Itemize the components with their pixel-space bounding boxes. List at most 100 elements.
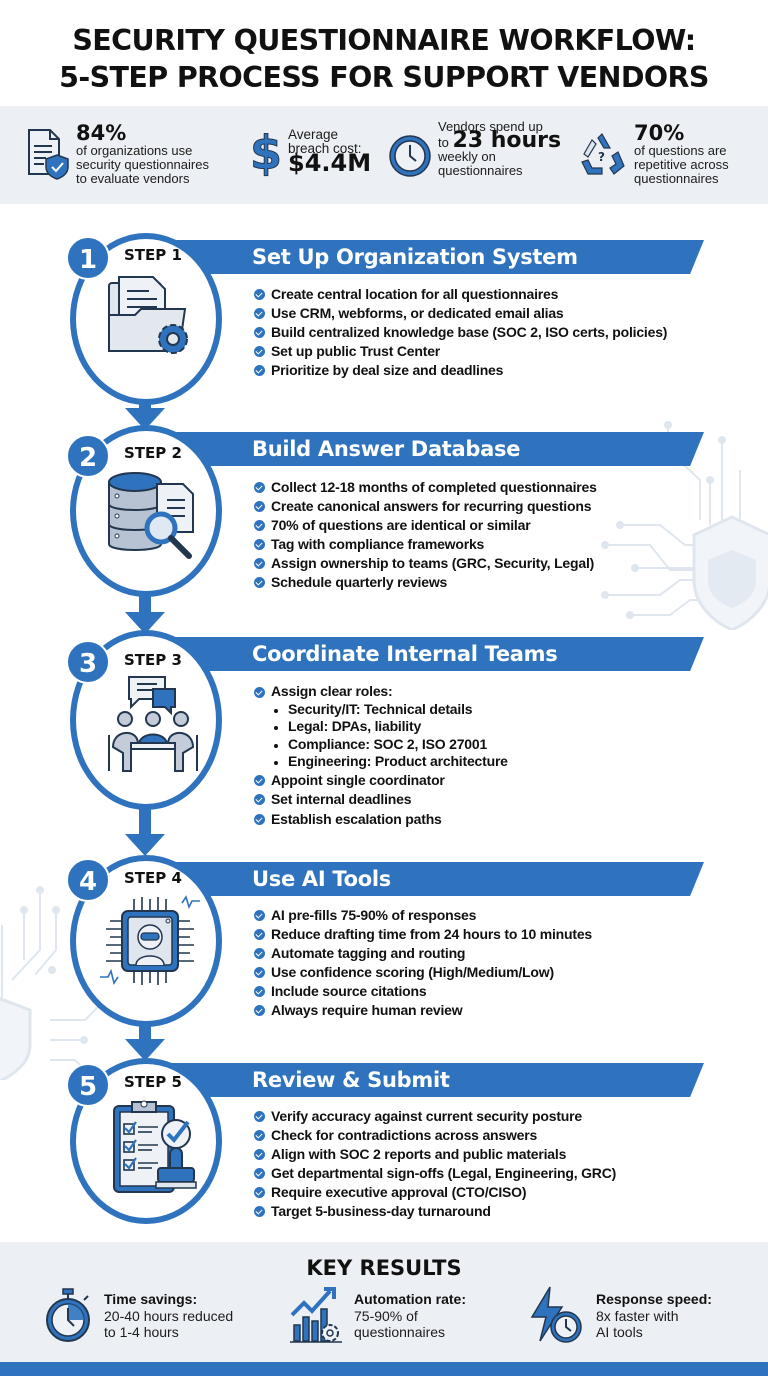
list-item: Legal: DPAs, liability [254, 718, 508, 736]
step-1-title: Set Up Organization System [252, 245, 578, 269]
clipboard-stamp-icon [113, 1100, 197, 1193]
step-5-bullets: Verify accuracy against current security… [254, 1107, 616, 1221]
check-icon [254, 539, 265, 550]
bullet-dot-icon [274, 708, 278, 713]
page-title: SECURITY QUESTIONNAIRE WORKFLOW: 5-STEP … [0, 22, 768, 96]
step-1-bullets: Create central location for all question… [254, 285, 667, 380]
stat-text-line: weekly on [438, 149, 496, 164]
step-3-number-badge: 3 [66, 640, 110, 684]
check-icon [254, 687, 265, 698]
list-item: Build centralized knowledge base (SOC 2,… [254, 323, 667, 342]
step-1-label: STEP 1 [124, 246, 182, 264]
stat-text-line: to evaluate vendors [76, 171, 190, 186]
check-icon [254, 794, 265, 806]
list-item: Reduce drafting time from 24 hours to 10… [254, 925, 592, 944]
check-icon [254, 346, 265, 357]
list-item: Verify accuracy against current security… [254, 1107, 616, 1126]
result-text-line: to 1-4 hours [104, 1324, 179, 1340]
clock-icon [389, 135, 431, 177]
step-4-number-badge: 4 [66, 858, 110, 902]
stat-value: 70% [634, 121, 685, 145]
step-2-banner [170, 432, 704, 466]
list-item: Set up public Trust Center [254, 342, 667, 361]
lightning-clock-icon [530, 1286, 582, 1343]
list-item: Automate tagging and routing [254, 944, 592, 963]
list-item: Include source citations [254, 982, 592, 1001]
stopwatch-icon [46, 1288, 90, 1342]
stat-value: $4.4M [288, 149, 372, 177]
step-5-ring [70, 1058, 222, 1224]
list-item: Assign ownership to teams (GRC, Security… [254, 554, 597, 573]
result-label: Response speed: [596, 1291, 712, 1307]
check-icon [254, 1130, 265, 1141]
stat-label-line: breach cost: [288, 141, 362, 156]
check-icon [254, 1206, 265, 1217]
step-2-title: Build Answer Database [252, 437, 521, 461]
step-3-title: Coordinate Internal Teams [252, 642, 558, 666]
list-item: Always require human review [254, 1001, 592, 1020]
step-1-number-badge: 1 [66, 236, 110, 280]
list-item: Set internal deadlines [254, 790, 508, 810]
recycle-question-icon: ? [581, 133, 625, 175]
stat-hours: Vendors spend up to 23 hours weekly on q… [388, 106, 568, 204]
stat-text-line: questionnaires [438, 163, 523, 178]
check-icon [254, 520, 265, 531]
check-icon [254, 289, 265, 300]
check-icon [254, 501, 265, 512]
result-text-line: questionnaires [354, 1324, 446, 1340]
check-icon [254, 327, 265, 338]
list-item: Engineering: Product architecture [254, 753, 508, 771]
result-text-line: AI tools [596, 1324, 643, 1340]
stats-band: 84% of organizations use security questi… [0, 106, 768, 204]
step-3-banner [170, 637, 704, 671]
check-icon [254, 365, 265, 376]
ai-chip-robot-icon [100, 895, 200, 985]
result-text-line: 8x faster with [596, 1307, 679, 1324]
step-2-number-badge: 2 [66, 434, 110, 478]
list-item: Appoint single coordinator [254, 771, 508, 791]
check-icon [254, 910, 265, 921]
list-item: Tag with compliance frameworks [254, 535, 597, 554]
stat-text-line: security questionnaires [76, 157, 209, 172]
check-icon [254, 813, 265, 825]
document-shield-icon [28, 129, 69, 180]
list-item: Require executive approval (CTO/CISO) [254, 1183, 616, 1202]
step-4-bullets: AI pre-fills 75-90% of responses Reduce … [254, 906, 592, 1020]
list-item: Security/IT: Technical details [254, 701, 508, 719]
list-item: Collect 12-18 months of completed questi… [254, 478, 597, 497]
result-label: Automation rate: [354, 1291, 466, 1307]
result-text-line: 75-90% of [354, 1307, 418, 1324]
step-3-label: STEP 3 [124, 651, 182, 669]
step-4-title: Use AI Tools [252, 867, 391, 891]
team-meeting-icon [108, 676, 198, 772]
stat-value: 84% [76, 121, 127, 145]
stat-repetitive: ? 70% of questions are repetitive across… [578, 106, 768, 204]
bullet-dot-icon [274, 726, 278, 731]
title-line-2: 5-STEP PROCESS FOR SUPPORT VENDORS [59, 61, 709, 94]
step-5-number-badge: 5 [66, 1063, 110, 1107]
step-1-banner [170, 240, 704, 274]
check-icon [254, 308, 265, 319]
list-item: AI pre-fills 75-90% of responses [254, 906, 592, 925]
list-item: Prioritize by deal size and deadlines [254, 361, 667, 380]
check-icon [254, 929, 265, 940]
key-results-band: KEY RESULTS Time savings: 20-40 hours re… [0, 1242, 768, 1362]
stat-breach-cost: $ Average breach cost: $4.4M [249, 106, 380, 204]
step-4-banner [170, 862, 704, 896]
result-text-line: 20-40 hours reduced [104, 1307, 234, 1324]
stat-text-line: questionnaires [634, 171, 719, 186]
list-item: Use confidence scoring (High/Medium/Low) [254, 963, 592, 982]
check-icon [254, 558, 265, 569]
check-icon [254, 577, 265, 588]
check-icon [254, 967, 265, 978]
stat-label-line: Average [288, 127, 339, 142]
check-icon [254, 482, 265, 493]
check-icon [254, 1005, 265, 1016]
list-item: Establish escalation paths [254, 810, 508, 830]
step-5-banner [170, 1063, 704, 1097]
footer-bar [0, 1362, 768, 1376]
stat-text-line: of organizations use [76, 143, 193, 158]
dollar-icon: $ [249, 126, 283, 181]
stat-text-line: of questions are [634, 143, 727, 158]
svg-text:?: ? [598, 150, 605, 164]
